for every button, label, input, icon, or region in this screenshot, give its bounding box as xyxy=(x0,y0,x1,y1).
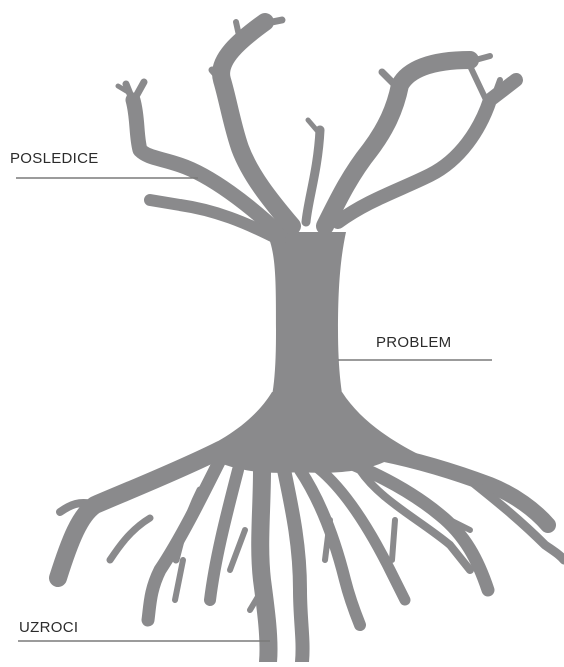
problem-label: PROBLEM xyxy=(376,334,451,351)
tree-roots xyxy=(58,448,564,662)
causes-label: UZROCI xyxy=(19,619,78,636)
tree-branches xyxy=(118,20,516,240)
consequences-label: POSLEDICE xyxy=(10,150,99,167)
tree-icon xyxy=(58,20,564,662)
tree-trunk xyxy=(266,232,346,405)
